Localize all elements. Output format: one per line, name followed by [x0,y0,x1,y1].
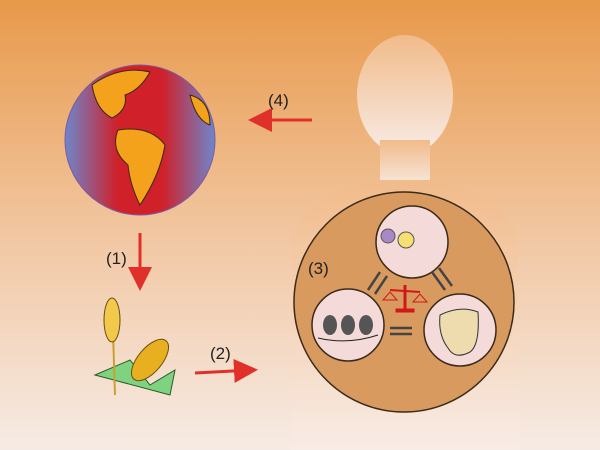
label-step4: (4) [268,91,289,110]
arrow-step2 [194,358,258,383]
globe-icon [64,64,216,216]
equilibrium-arrows [366,267,454,336]
label-step3: (3) [308,259,329,278]
label-step2: (2) [210,344,231,363]
intestine-icon [439,308,479,356]
microbe-icon [380,228,396,244]
immune-cell-icon [397,231,415,249]
nucleosome-icon [317,315,379,342]
balance-scale-icon [381,285,429,313]
label-step1: (1) [106,249,127,268]
crops-icon [93,297,176,396]
